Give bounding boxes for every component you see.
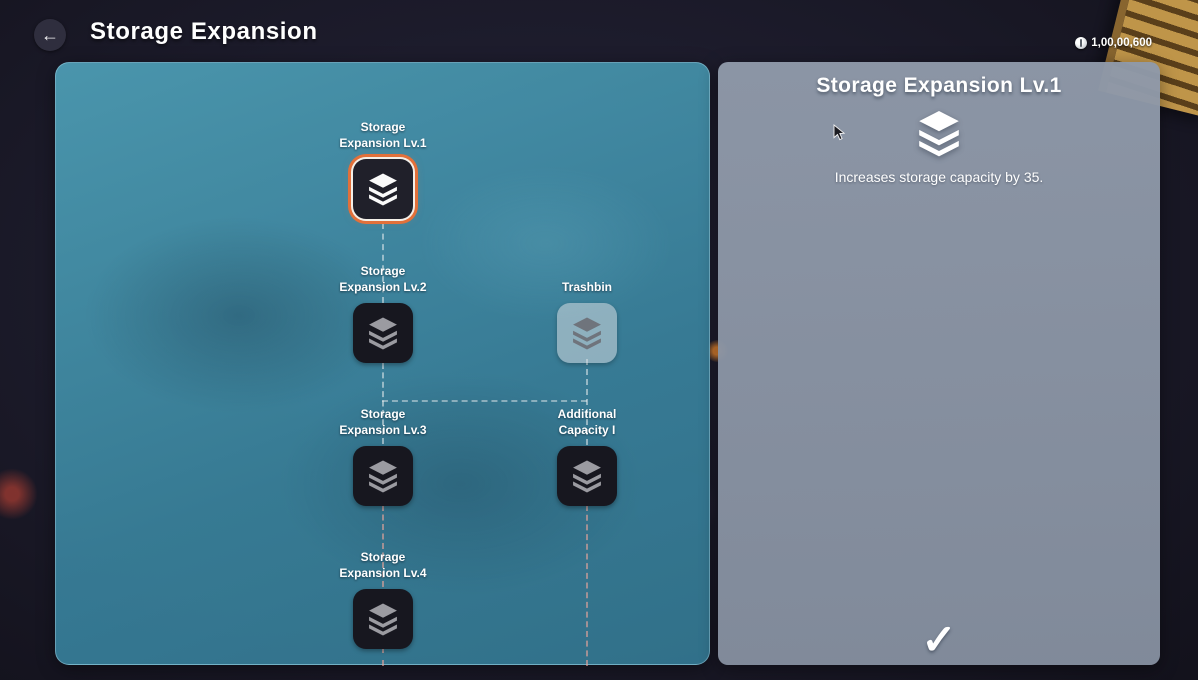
layers-icon [369, 317, 397, 350]
layers-icon [369, 173, 397, 206]
tree-node-storage-expansion-lv2[interactable]: Storage Expansion Lv.2 [313, 263, 453, 363]
detail-icon-wrap [718, 106, 1160, 165]
back-arrow-icon: ← [41, 25, 59, 45]
node-box [557, 303, 617, 363]
node-box [353, 159, 413, 219]
node-label: Storage Expansion Lv.4 [339, 550, 427, 581]
detail-panel: Storage Expansion Lv.1 Increases storage… [718, 62, 1160, 665]
confirm-checkmark[interactable]: ✓ [921, 616, 957, 663]
layers-icon [573, 317, 601, 350]
node-label: Storage Expansion Lv.2 [339, 264, 427, 295]
currency-display: 1,00,00,600 [1075, 37, 1152, 49]
node-box [353, 589, 413, 649]
connector-lv2-lv3 [382, 363, 384, 444]
node-box [353, 446, 413, 506]
node-label: Storage Expansion Lv.3 [339, 407, 427, 438]
layers-icon [369, 460, 397, 493]
page-title: Storage Expansion [90, 18, 318, 45]
node-box [557, 446, 617, 506]
skill-tree-panel: Storage Expansion Lv.1 Storage Expansion… [55, 62, 710, 666]
tree-node-trashbin[interactable]: Trashbin [517, 263, 657, 363]
connector-capacity-down [586, 505, 588, 666]
layers-icon [919, 110, 959, 157]
tree-node-storage-expansion-lv1[interactable]: Storage Expansion Lv.1 [313, 119, 453, 219]
node-label: Trashbin [561, 280, 612, 295]
back-button[interactable]: ← [34, 19, 66, 51]
tree-node-storage-expansion-lv3[interactable]: Storage Expansion Lv.3 [313, 406, 453, 506]
connector-lv1-lv2 [382, 223, 384, 303]
detail-description: Increases storage capacity by 35. [834, 169, 1044, 185]
connector-lv3-lv4 [382, 505, 384, 587]
layers-icon [573, 460, 601, 493]
background-red-glow [0, 468, 38, 520]
connector-trashbin-capacity [586, 359, 588, 445]
tree-node-additional-capacity-1[interactable]: Additional Capacity I [517, 406, 657, 506]
top-bar: ← Storage Expansion 1,00,00,600 [0, 0, 1198, 60]
layers-icon [369, 603, 397, 636]
node-box [353, 303, 413, 363]
coin-icon [1075, 37, 1088, 49]
connector-lv4-down [382, 647, 384, 666]
detail-title: Storage Expansion Lv.1 [816, 74, 1062, 97]
tree-node-storage-expansion-lv4[interactable]: Storage Expansion Lv.4 [313, 549, 453, 649]
currency-amount: 1,00,00,600 [1091, 37, 1152, 49]
connector-main-to-right-branch [382, 400, 587, 402]
mouse-cursor-icon [833, 124, 846, 141]
node-label: Additional Capacity I [557, 407, 617, 438]
node-label: Storage Expansion Lv.1 [339, 120, 427, 151]
